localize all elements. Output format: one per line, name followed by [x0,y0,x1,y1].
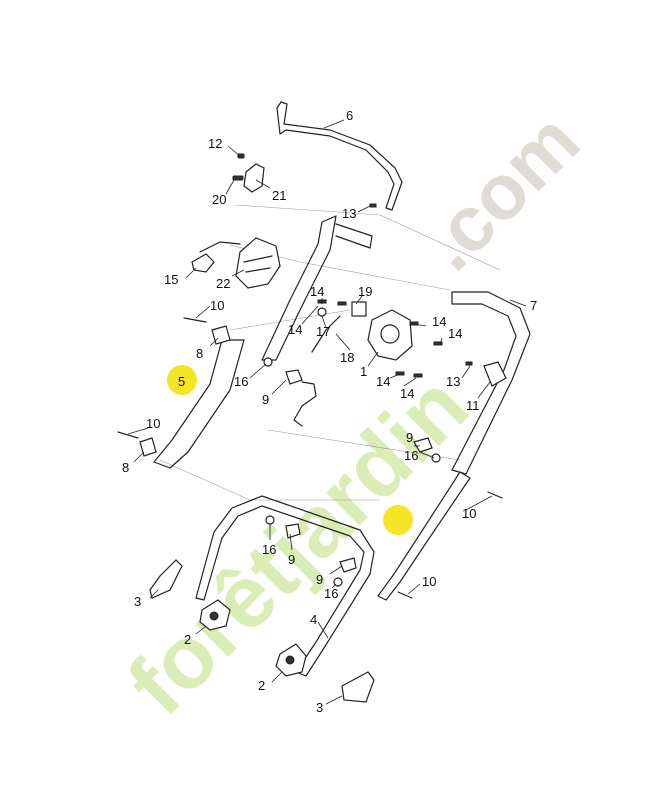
callout-14-d[interactable]: 14 [448,326,462,341]
part-17-clip[interactable] [317,307,327,317]
part-10-bolt-c[interactable] [487,491,503,499]
callout-11[interactable]: 11 [466,398,480,413]
watermark-com: .com [405,96,596,287]
watermark: forêtjardin .com [108,96,595,733]
part-13-screw-a[interactable] [369,203,377,208]
part-18-cable[interactable] [311,315,341,353]
callout-17[interactable]: 17 [316,324,330,339]
callout-8-upper[interactable]: 8 [196,346,203,361]
callout-2-left[interactable]: 2 [184,632,191,647]
part-14-screw-d[interactable] [433,341,443,346]
callout-6[interactable]: 6 [346,108,353,123]
part-21-bracket[interactable] [243,163,265,193]
callout-4[interactable]: 4 [310,612,317,627]
part-14-screw-b[interactable] [337,301,347,306]
callout-14-e[interactable]: 14 [376,374,390,389]
callout-13-lower[interactable]: 13 [446,374,460,389]
right-lower-tube[interactable] [377,471,471,601]
part-19-spring[interactable] [351,301,367,317]
leader-lines [127,119,527,705]
part-16-washer-b[interactable] [431,453,441,463]
throttle-cable[interactable] [293,381,317,427]
callout-labels: 6 12 20 21 13 15 22 10 8 14 14 17 19 18 … [122,108,537,715]
part-15-clip[interactable] [191,253,215,273]
part-10-bolt-d[interactable] [397,591,413,599]
part-14-screw-e[interactable] [395,371,405,376]
part-9-grommet-a[interactable] [285,369,303,385]
part-22-cable-housing[interactable] [235,237,281,289]
part-7-right-tube[interactable] [451,291,531,475]
part-3-lever-right[interactable] [341,671,375,703]
part-9-grommet-b[interactable] [413,437,433,453]
callout-18[interactable]: 18 [340,350,354,365]
part-10-bolt-a[interactable] [183,317,207,323]
part-3-lever-left[interactable] [149,559,183,599]
callout-14-b[interactable]: 14 [288,322,302,337]
callout-9-a[interactable]: 9 [262,392,269,407]
part-20-screw[interactable] [232,175,244,181]
part-16-washer-c[interactable] [265,515,275,525]
part-8-knob-lower[interactable] [139,437,157,457]
callout-22[interactable]: 22 [216,276,230,291]
part-1-lever-housing[interactable] [367,309,413,361]
part-14-screw-c[interactable] [409,321,419,326]
watermark-forestgarden: forêtjardin [108,356,486,734]
callout-10-upper-left[interactable]: 10 [210,298,224,313]
callout-16-b[interactable]: 16 [404,448,418,463]
callout-2-right[interactable]: 2 [258,678,265,693]
callout-20[interactable]: 20 [212,192,226,207]
callout-21[interactable]: 21 [272,188,286,203]
callout-16-a[interactable]: 16 [234,374,248,389]
part-12-screw[interactable] [237,153,245,159]
part-11-knob[interactable] [483,361,507,387]
screw-group [317,203,473,378]
callout-9-d[interactable]: 9 [316,572,323,587]
part-9-grommet-c[interactable] [285,523,301,539]
upper-handle-left-tube[interactable] [261,215,337,361]
callout-8-lower[interactable]: 8 [122,460,129,475]
part-9-grommet-d[interactable] [339,557,357,573]
callout-3-right[interactable]: 3 [316,700,323,715]
part-6-control-bail[interactable] [276,101,403,211]
callout-9-b[interactable]: 9 [406,430,413,445]
callout-1[interactable]: 1 [360,364,367,379]
callout-14-f[interactable]: 14 [400,386,414,401]
callout-10-right[interactable]: 10 [462,506,476,521]
part-15-cable[interactable] [199,241,241,253]
callout-13-upper[interactable]: 13 [342,206,356,221]
callout-19[interactable]: 19 [358,284,372,299]
callout-5[interactable]: 5 [178,374,185,389]
callout-3-left[interactable]: 3 [134,594,141,609]
part-10-bolt-b[interactable] [117,431,139,439]
callout-10-mid-left[interactable]: 10 [146,416,160,431]
callout-15[interactable]: 15 [164,272,178,287]
part-14-screw-f[interactable] [413,373,423,378]
callout-9-c[interactable]: 9 [288,552,295,567]
callout-10-lower-right[interactable]: 10 [422,574,436,589]
highlight-marker-right [383,505,413,535]
callout-16-c[interactable]: 16 [262,542,276,557]
callout-16-d[interactable]: 16 [324,586,338,601]
part-5-left-tube[interactable] [153,339,245,469]
callout-12[interactable]: 12 [208,136,222,151]
callout-14-a[interactable]: 14 [310,284,324,299]
highlight-marker-5 [167,365,197,395]
callout-7[interactable]: 7 [530,298,537,313]
part-13-screw-b[interactable] [465,361,473,366]
callout-14-c[interactable]: 14 [432,314,446,329]
